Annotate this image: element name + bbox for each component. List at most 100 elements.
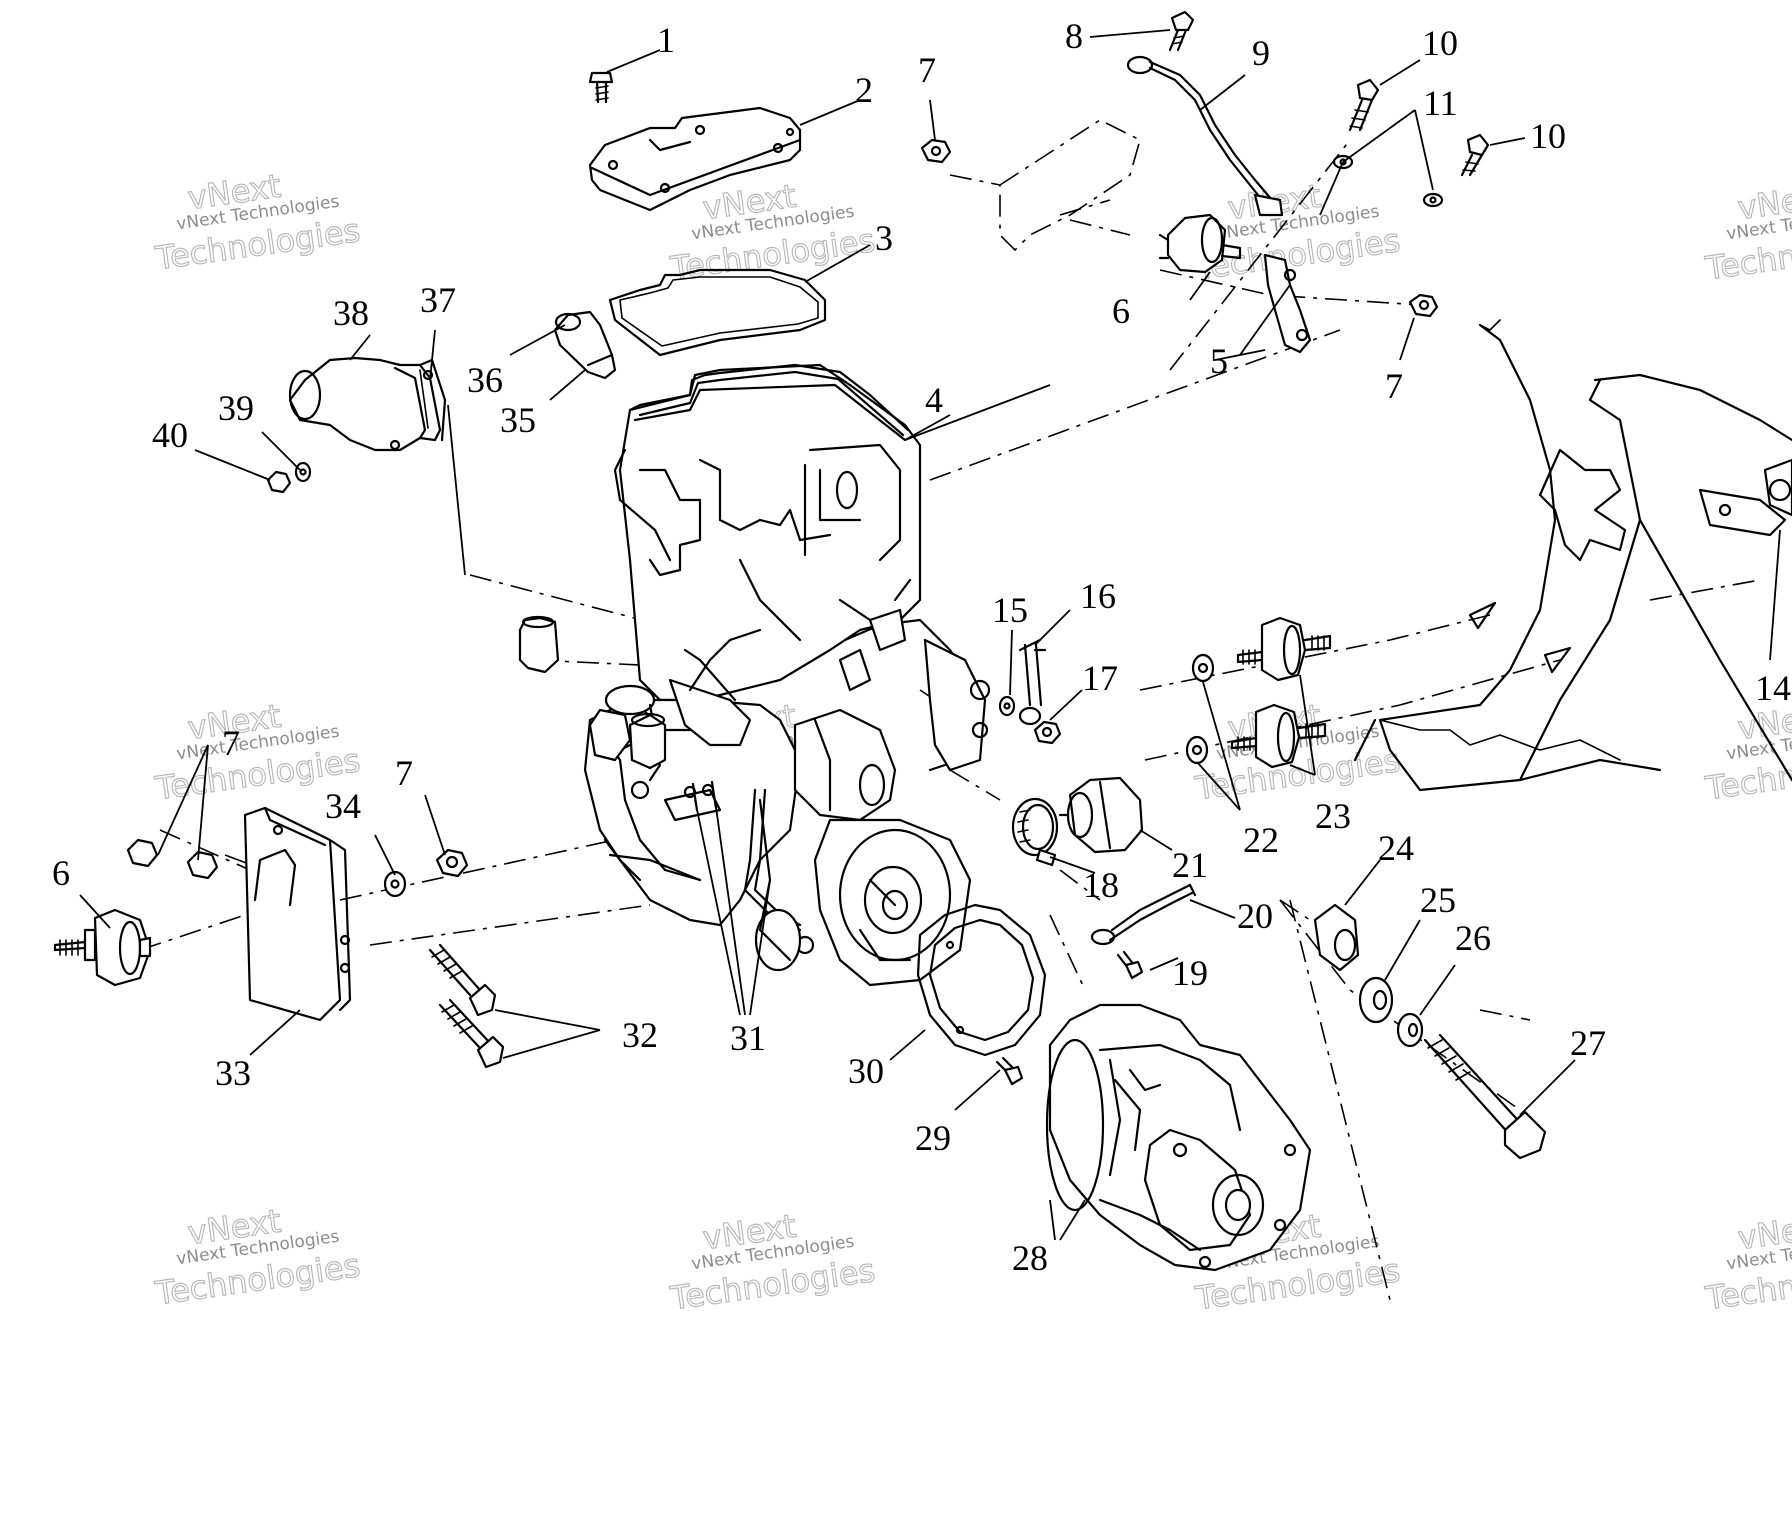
callout-37: 37 [420, 280, 456, 320]
part-5-bracket [1263, 253, 1312, 354]
callout-24: 24 [1378, 828, 1414, 868]
part-35-36-coupling [553, 310, 617, 380]
callout-23: 23 [1315, 796, 1351, 836]
leader-lines [79, 29, 1781, 1241]
callout-40: 40 [152, 415, 188, 455]
callout-7-top: 7 [918, 50, 936, 90]
part-11-washer-b [1422, 192, 1444, 208]
part-17-nut [1033, 720, 1062, 745]
callout-39: 39 [218, 388, 254, 428]
callout-38: 38 [333, 293, 369, 333]
part-1-bolt [588, 71, 614, 104]
callout-14: 14 [1755, 668, 1791, 708]
watermark-group: vNext vNext Technologies Technologies vN… [152, 166, 1792, 1318]
callout-11: 11 [1423, 83, 1458, 123]
part-28-pump-housing [1045, 1003, 1312, 1272]
part-7-nut-d [126, 838, 219, 880]
part-29-screw [995, 1056, 1024, 1086]
callout-17: 17 [1082, 658, 1118, 698]
callout-7-right: 7 [1385, 366, 1403, 406]
callout-29: 29 [915, 1118, 951, 1158]
callout-35: 35 [500, 400, 536, 440]
callout-10-top: 10 [1422, 23, 1458, 63]
part-10-bolt-b [1460, 133, 1490, 177]
part-7-nut-b [1408, 293, 1439, 318]
watermark: vNext vNext Technologies Technologies [152, 1201, 363, 1313]
engine-assembly [583, 363, 991, 987]
watermark: vNext vNext Technologies Technologies [152, 166, 363, 278]
callout-4: 4 [925, 380, 943, 420]
part-32-bolt-b [438, 998, 505, 1069]
callout-19: 19 [1172, 953, 1208, 993]
part-16-stud [1018, 638, 1047, 726]
part-4-head-outline [628, 363, 910, 437]
callout-5: 5 [1210, 341, 1228, 381]
part-26-lock-washer [1396, 1012, 1424, 1048]
watermark: vNext vNext Technologies Technologies [667, 176, 878, 288]
part-37-38-elbow [288, 356, 447, 452]
part-23-mount-a [1236, 616, 1332, 682]
callout-16: 16 [1080, 576, 1116, 616]
part-15-washer [998, 695, 1016, 717]
part-39-washer [294, 461, 312, 483]
part-2-cover-plate [588, 106, 802, 212]
watermark: vNext vNext Technologies Technologies [1702, 176, 1792, 288]
callout-27: 27 [1570, 1023, 1606, 1063]
part-22-washer-b [1185, 735, 1209, 765]
callout-3: 3 [875, 218, 893, 258]
callout-2: 2 [855, 70, 873, 110]
watermark: vNext vNext Technologies Technologies [1702, 1206, 1792, 1318]
callout-26: 26 [1455, 918, 1491, 958]
callout-22: 22 [1243, 820, 1279, 860]
reference-block [999, 119, 1141, 252]
part-7-nut-c [435, 848, 469, 878]
part-7-nut-a [920, 138, 952, 164]
part-18-hose-clamp [1011, 797, 1059, 867]
callout-18: 18 [1083, 865, 1119, 905]
part-32-bolt-a [428, 943, 497, 1017]
callout-28: 28 [1012, 1238, 1048, 1278]
callout-21: 21 [1172, 845, 1208, 885]
part-3-gasket [608, 268, 827, 357]
part-19-screw [1116, 950, 1144, 980]
callout-36: 36 [467, 360, 503, 400]
part-10-bolt-a [1348, 78, 1380, 132]
part-24-spacer [1313, 903, 1360, 972]
part-25-washer [1358, 976, 1394, 1024]
part-33-bracket-plate [243, 806, 352, 1022]
part-20-ground-cable [1090, 883, 1197, 946]
callout-labels: 1 2 3 4 5 6 6 7 7 7 7 8 9 10 10 11 14 15… [52, 16, 1791, 1278]
frame-chassis [1353, 319, 1792, 792]
callout-34: 34 [325, 786, 361, 826]
callout-7-left: 7 [222, 723, 240, 763]
callout-33: 33 [215, 1053, 251, 1093]
callout-8: 8 [1065, 16, 1083, 56]
callout-30: 30 [848, 1051, 884, 1091]
part-9-cable [1126, 55, 1284, 217]
bushing [518, 615, 560, 674]
callout-9: 9 [1252, 33, 1270, 73]
part-6-lower-mount [53, 908, 152, 987]
part-22-washer-a [1191, 653, 1215, 683]
callout-6-upper: 6 [1112, 291, 1130, 331]
callout-1: 1 [657, 20, 675, 60]
part-6-upper-mount [1158, 213, 1242, 274]
part-21-damper [1058, 776, 1144, 854]
part-23-mount-b [1230, 703, 1327, 769]
callout-6-lower: 6 [52, 853, 70, 893]
part-34-washer [383, 870, 407, 898]
watermark: vNext vNext Technologies Technologies [667, 1206, 878, 1318]
part-40-nut [266, 470, 292, 494]
callout-7-center: 7 [395, 753, 413, 793]
part-8-screw [1168, 10, 1195, 52]
callout-31: 31 [730, 1018, 766, 1058]
callout-15: 15 [992, 590, 1028, 630]
callout-32: 32 [622, 1015, 658, 1055]
callout-25: 25 [1420, 880, 1456, 920]
callout-10-right: 10 [1530, 116, 1566, 156]
part-27-long-bolt [1423, 1033, 1547, 1160]
engine-side-boss [628, 712, 667, 770]
part-30-pump-gasket [916, 903, 1047, 1057]
callout-20: 20 [1237, 896, 1273, 936]
